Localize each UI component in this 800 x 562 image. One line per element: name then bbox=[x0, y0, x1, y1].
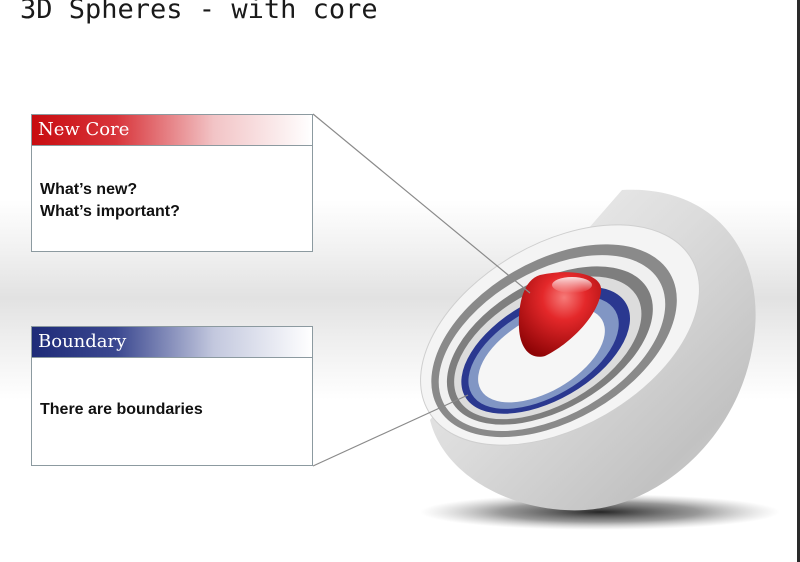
callout-new-core: New Core What’s new? What’s important? bbox=[31, 114, 313, 252]
callout-line: What’s important? bbox=[40, 203, 180, 220]
window-edge bbox=[797, 0, 800, 562]
callout-header-boundary: Boundary bbox=[32, 327, 312, 358]
connector-core bbox=[312, 113, 531, 294]
callout-body-boundary: There are boundaries bbox=[32, 358, 312, 421]
core-highlight bbox=[552, 277, 592, 293]
callout-line: There are boundaries bbox=[40, 401, 203, 418]
slide-title: 3D Spheres - with core bbox=[20, 0, 378, 25]
callout-boundary: Boundary There are boundaries bbox=[31, 326, 313, 466]
callout-body-new-core: What’s new? What’s important? bbox=[32, 146, 312, 223]
connector-boundary bbox=[312, 394, 469, 467]
sphere-shadow bbox=[420, 494, 780, 530]
callout-line: What’s new? bbox=[40, 181, 138, 198]
callout-header-new-core: New Core bbox=[32, 115, 312, 146]
red-core bbox=[518, 272, 602, 357]
